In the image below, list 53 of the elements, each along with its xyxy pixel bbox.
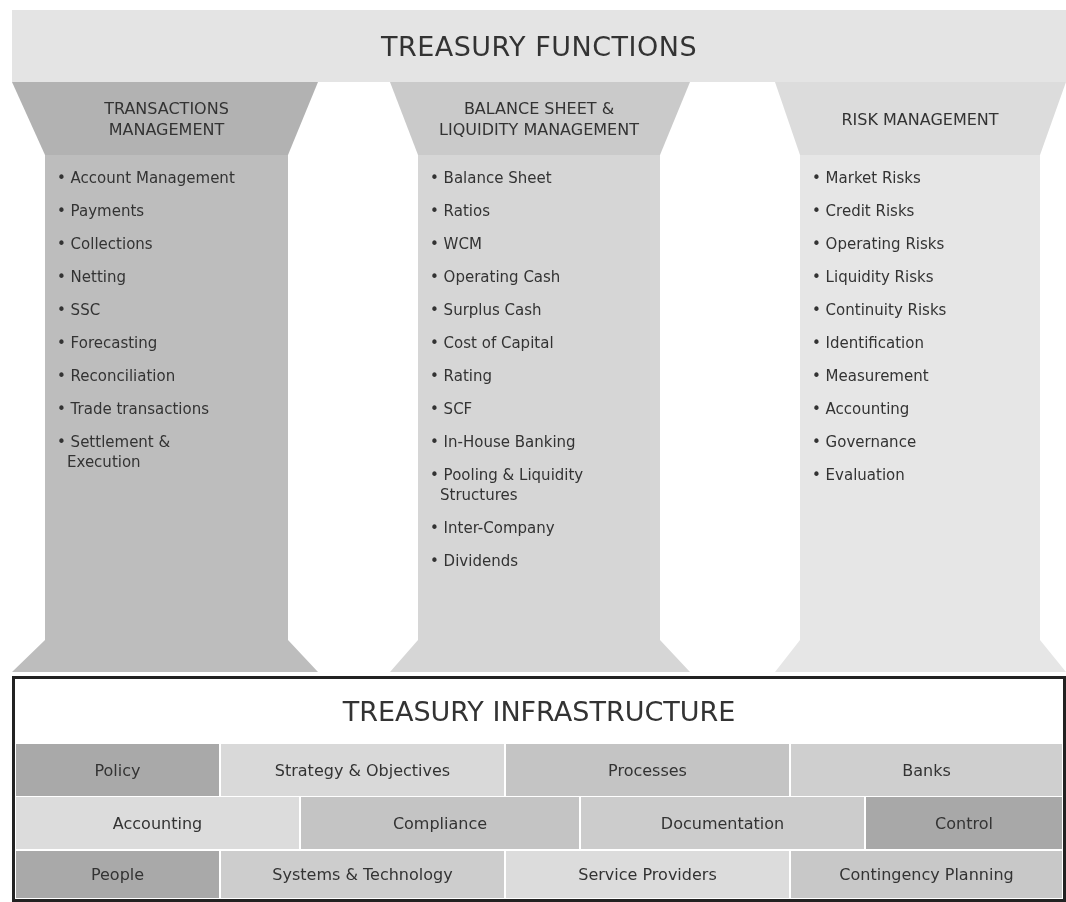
infrastructure-block: Banks <box>790 743 1063 797</box>
infrastructure-block: Contingency Planning <box>790 850 1063 899</box>
pillar <box>12 82 318 672</box>
list-item: • SCF <box>430 399 474 419</box>
infrastructure-block: Service Providers <box>505 850 790 899</box>
list-item: • Operating Cash <box>430 267 562 287</box>
pillar <box>390 82 690 672</box>
list-item: • Dividends <box>430 551 519 571</box>
list-item: • Continuity Risks <box>812 300 948 320</box>
pillar-heading: TRANSACTIONS MANAGEMENT <box>103 98 230 141</box>
infrastructure-block: People <box>15 850 220 899</box>
list-item: • Cost of Capital <box>430 333 555 353</box>
list-item: • Netting <box>57 267 128 287</box>
list-item: • Collections <box>57 234 154 254</box>
list-item: • Market Risks <box>812 168 922 188</box>
infrastructure-block: Documentation <box>580 796 865 850</box>
list-item: • Liquidity Risks <box>812 267 935 287</box>
infrastructure-block: Processes <box>505 743 790 797</box>
list-item: • Ratios <box>430 201 491 221</box>
infrastructure-block: Policy <box>15 743 220 797</box>
pillar-heading: RISK MANAGEMENT <box>840 108 1000 131</box>
title-banner <box>12 10 1066 82</box>
infrastructure-block: Compliance <box>300 796 580 850</box>
list-item: • Trade transactions <box>57 399 210 419</box>
infrastructure-block: Accounting <box>15 796 300 850</box>
list-item: • Account Management <box>57 168 236 188</box>
infrastructure-block: Strategy & Objectives <box>220 743 505 797</box>
list-item: • Governance <box>812 432 918 452</box>
list-item: • Credit Risks <box>812 201 916 221</box>
banner-title: TREASURY FUNCTIONS <box>380 30 698 62</box>
list-item: • Measurement <box>812 366 930 386</box>
infrastructure-block: Control <box>865 796 1063 850</box>
list-item: • Settlement & Execution <box>57 432 172 472</box>
pillar <box>775 82 1066 672</box>
list-item: • Accounting <box>812 399 911 419</box>
list-item: • Forecasting <box>57 333 159 353</box>
list-item: • WCM <box>430 234 483 254</box>
panel-title: TREASURY INFRASTRUCTURE <box>342 695 736 727</box>
list-item: • Reconciliation <box>57 366 177 386</box>
list-item: • Rating <box>430 366 493 386</box>
list-item: • In-House Banking <box>430 432 577 452</box>
foundation-panel <box>12 676 1066 902</box>
infrastructure-block: Systems & Technology <box>220 850 505 899</box>
list-item: • Identification <box>812 333 925 353</box>
list-item: • Payments <box>57 201 146 221</box>
list-item: • Surplus Cash <box>430 300 543 320</box>
list-item: • Evaluation <box>812 465 906 485</box>
pillar-heading: BALANCE SHEET & LIQUIDITY MANAGEMENT <box>438 98 640 141</box>
list-item: • Operating Risks <box>812 234 946 254</box>
list-item: • Balance Sheet <box>430 168 553 188</box>
list-item: • Pooling & Liquidity Structures <box>430 465 585 505</box>
list-item: • Inter-Company <box>430 518 556 538</box>
list-item: • SSC <box>57 300 102 320</box>
